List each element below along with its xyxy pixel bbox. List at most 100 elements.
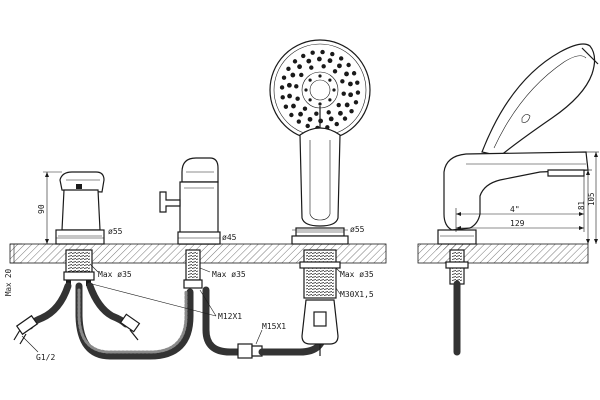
nozzle [338,110,343,116]
nozzle [328,116,334,122]
label-max35-a: Max ø35 [98,270,132,279]
nozzle [348,92,354,98]
nozzle [330,51,335,57]
nozzle-inner [308,78,312,82]
dimension-4inch: 4" [455,176,585,232]
nozzle-inner [304,88,308,92]
label-m12: M12X1 [218,312,242,321]
nozzle [334,121,339,127]
nozzle [340,79,345,84]
nozzle [344,71,349,77]
nozzle [280,95,285,100]
nozzle [332,69,338,74]
nozzle [316,56,322,62]
nozzle [346,62,351,68]
spout-underdeck [183,249,203,289]
callout-g12: G1/2 [21,335,55,362]
callout-max35-b: Max ø35 [199,267,246,279]
nozzle [281,75,287,80]
nozzle [299,72,304,78]
callout-max35-c: Max ø35 [335,267,374,279]
label-m15: M15X1 [262,322,286,331]
nozzle [348,81,353,87]
dimension-129: 129 [456,219,584,230]
nozzle [305,123,310,129]
dimension-90: 90 [37,171,62,245]
nozzle [292,59,298,64]
nozzle [337,63,342,69]
nozzle-inner [318,102,322,106]
mixer-handle-left [55,171,105,245]
shower-head [269,39,371,141]
nozzle [296,119,302,124]
shower-handle [299,106,341,227]
dimension-d55-right: ø55 [292,225,365,234]
nozzle [301,53,306,59]
side-view-shower [481,43,599,157]
nozzle [351,71,357,76]
nozzle [294,84,299,89]
connector-g12 [13,314,39,345]
nozzle-inner [318,74,322,78]
nozzle-inner [332,88,336,92]
side-view-underdeck [436,244,478,356]
spout-center [159,157,221,245]
nozzle [290,72,296,78]
nozzle [353,100,359,105]
nozzle [283,104,289,109]
nozzle [314,111,319,116]
callout-m30: M30X1,5 [335,287,374,299]
nozzle [336,102,341,108]
label-max20: Max 20 [4,268,13,296]
label-d55-left: ø55 [108,227,123,236]
hoses-left [26,282,194,360]
shower-underdeck [299,249,341,356]
nozzle [342,116,348,121]
nozzle-inner [328,98,332,102]
nozzle [318,118,324,124]
label-max35-c: Max ø35 [340,270,374,279]
label-d55-right: ø55 [350,225,365,234]
label-max35-b: Max ø35 [212,270,246,279]
nozzle [306,58,312,64]
label-90: 90 [37,204,46,214]
label-d45: ø45 [222,233,237,242]
nozzle-inner [308,98,312,102]
nozzle [289,112,294,118]
nozzle [327,58,333,64]
nozzle [286,82,292,88]
nozzle [338,56,344,61]
nozzle [344,102,350,108]
nozzle [341,91,346,96]
nozzle [295,96,300,101]
dimension-81: 81 [577,169,592,244]
callout-m12: M12X1 [91,283,242,321]
dimension-105: 105 [586,151,599,244]
label-g12: G1/2 [36,353,55,362]
nozzle [309,65,314,70]
dimension-max20: Max 20 [4,243,22,296]
nozzle [302,106,308,111]
shower-holder [291,227,349,245]
nozzle [279,85,285,90]
label-4inch: 4" [510,205,520,214]
nozzle [307,116,313,122]
nozzle [355,90,361,95]
nozzle [321,64,326,69]
label-m30: M30X1,5 [340,290,374,299]
nozzle [291,103,296,109]
nozzle [320,49,325,55]
nozzle [297,64,302,70]
label-129: 129 [510,219,525,228]
nozzle [349,108,354,114]
mixer-underdeck [63,249,95,286]
nozzle [326,110,331,115]
nozzle [286,66,291,72]
nozzle [355,80,360,85]
dimension-d45: ø45 [178,233,237,242]
label-105: 105 [587,192,596,206]
nozzle [287,93,292,99]
nozzle [310,50,315,55]
label-81: 81 [577,201,586,210]
